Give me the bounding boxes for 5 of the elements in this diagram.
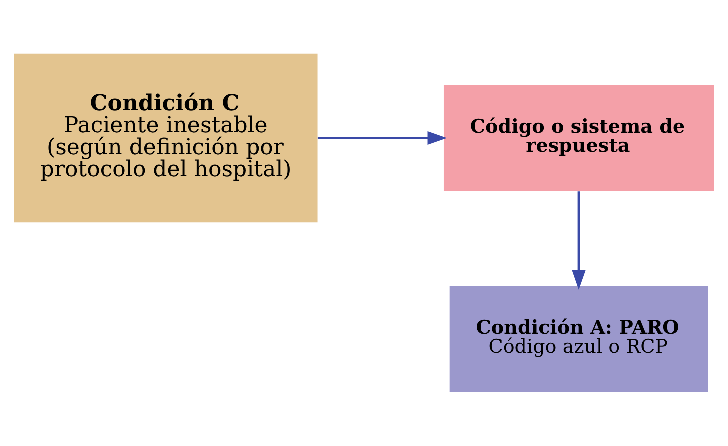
arrow (572, 192, 586, 290)
node-box: Condición A: PARO Código azul o RCP (450, 286, 708, 392)
node-box: Código o sistema de respuesta (444, 85, 714, 192)
arrow (318, 131, 448, 146)
node-box: Condición C Paciente inestable (según definición por protocolo del hospital) (14, 54, 318, 223)
